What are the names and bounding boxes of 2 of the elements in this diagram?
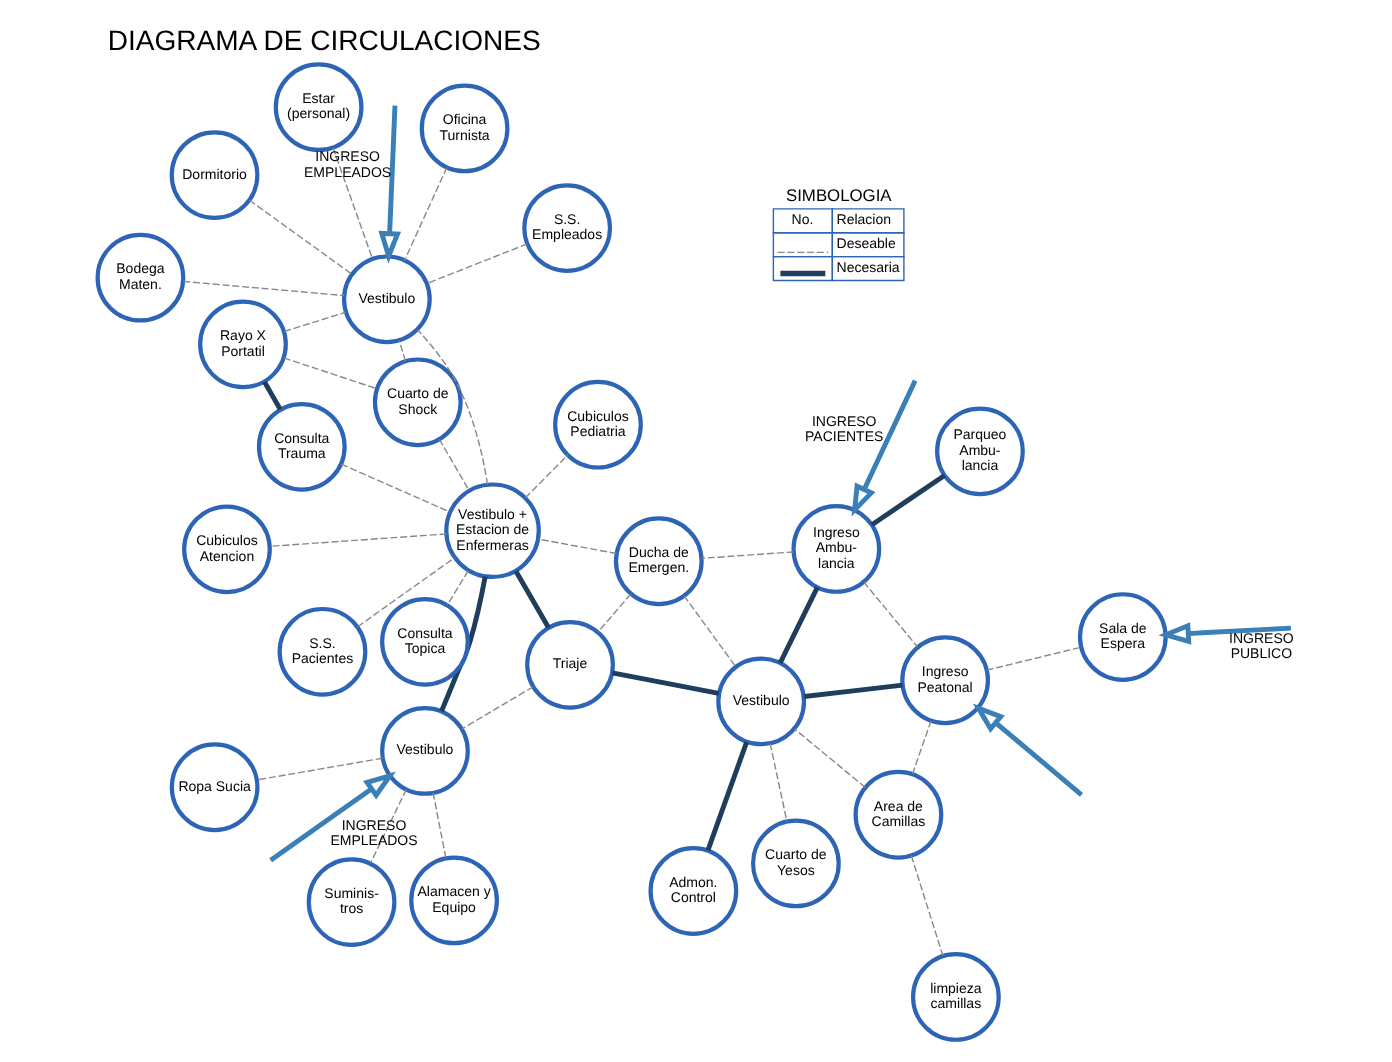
diagram-title: DIAGRAMA DE CIRCULACIONES <box>107 24 541 57</box>
label: SIMBOLOGIA <box>786 185 892 206</box>
